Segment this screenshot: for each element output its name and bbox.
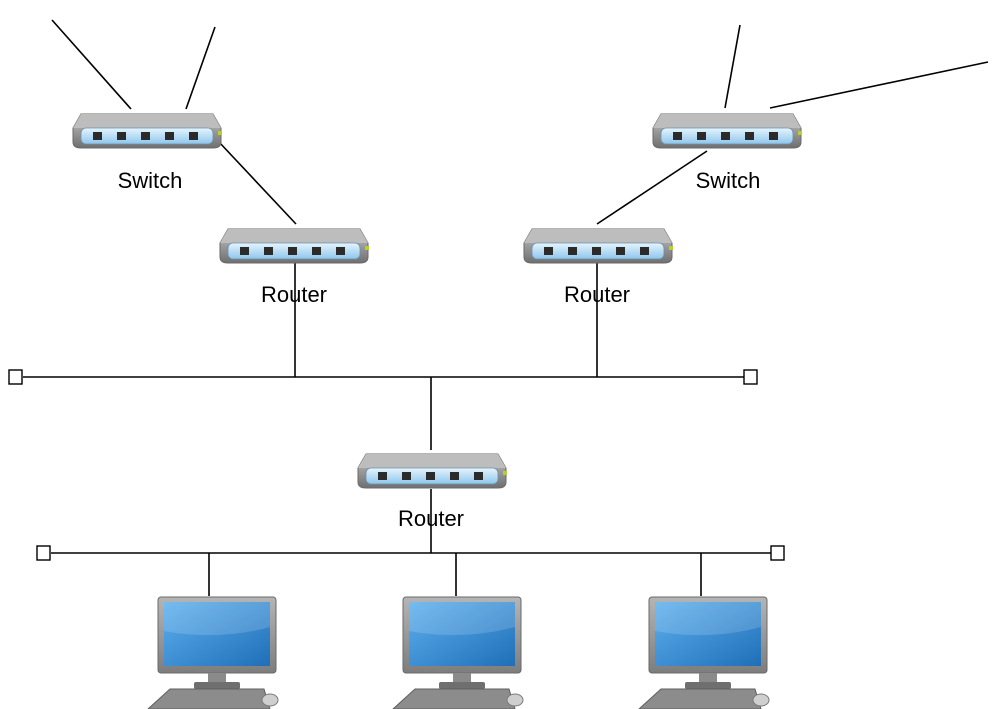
connections xyxy=(23,19,989,596)
link-left-switch-uplink-1 xyxy=(51,19,132,110)
computer-icon xyxy=(392,596,524,709)
router-bottom-label: Router xyxy=(398,506,464,531)
router-icon xyxy=(357,453,508,489)
router-icon xyxy=(219,228,370,264)
pc-2 xyxy=(392,596,524,709)
router-icon xyxy=(523,228,674,264)
link-left-switch-uplink-2 xyxy=(185,26,216,110)
router-right-label: Router xyxy=(564,282,630,307)
router-left-label: Router xyxy=(261,282,327,307)
switch-left xyxy=(72,113,223,149)
terminators xyxy=(8,369,785,561)
lower-bus-terminator-left xyxy=(36,545,51,561)
router-bottom xyxy=(357,453,508,489)
router-left xyxy=(219,228,370,264)
link-left-switch-to-router xyxy=(218,141,297,225)
switch-icon xyxy=(72,113,223,149)
switch-right-label: Switch xyxy=(696,168,761,193)
link-right-switch-to-router xyxy=(596,150,708,225)
upper-bus-terminator-left xyxy=(8,369,23,385)
pc-3 xyxy=(638,596,770,709)
computer-icon xyxy=(638,596,770,709)
switch-left-label: Switch xyxy=(118,168,183,193)
switch-right xyxy=(652,113,803,149)
pc-1 xyxy=(147,596,279,709)
link-right-switch-uplink-2 xyxy=(769,61,989,109)
computer-icon xyxy=(147,596,279,709)
link-right-switch-uplink-1 xyxy=(724,24,741,109)
lower-bus-terminator-right xyxy=(770,545,785,561)
upper-bus-terminator-right xyxy=(743,369,758,385)
switch-icon xyxy=(652,113,803,149)
router-right xyxy=(523,228,674,264)
